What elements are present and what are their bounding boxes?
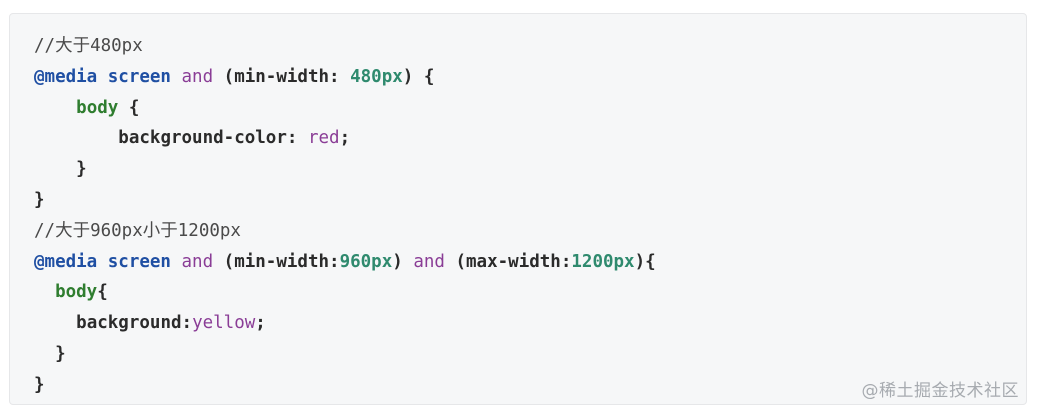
code-token-num: 1200px	[571, 251, 635, 272]
code-token-plain: {	[118, 97, 140, 118]
code-token-plain: ){	[634, 251, 656, 272]
code-line: @media screen and (min-width: 480px) {	[34, 62, 656, 93]
code-token-at: screen	[97, 251, 182, 272]
code-token-comment: //大于480px	[34, 36, 143, 56]
code-content: //大于480px @media screen and (min-width: 4…	[34, 31, 656, 401]
code-token-plain: (min-width:	[213, 66, 351, 87]
code-token-sel: body	[55, 282, 98, 303]
code-line: //大于960px小于1200px	[34, 216, 656, 247]
code-line: }	[34, 185, 656, 216]
code-token-val: yellow	[192, 313, 256, 334]
code-token-comment: //大于960px小于1200px	[34, 220, 241, 241]
code-token-plain: }	[55, 343, 66, 364]
code-token-plain: )	[392, 251, 414, 272]
code-line: @media screen and (min-width:960px) and …	[34, 247, 656, 278]
code-token-kw: and	[181, 251, 214, 272]
code-indent	[34, 344, 55, 364]
code-token-kw: and	[181, 66, 214, 87]
code-token-plain: }	[34, 374, 45, 395]
code-token-kw: and	[413, 251, 445, 272]
code-token-plain: }	[76, 159, 87, 180]
code-token-plain: }	[34, 189, 45, 210]
code-line: }	[34, 339, 656, 370]
code-token-plain: background:	[76, 313, 193, 334]
code-indent	[34, 282, 55, 302]
code-token-sel: body	[76, 97, 119, 118]
code-indent	[34, 159, 76, 179]
code-token-val: red	[307, 128, 340, 149]
code-token-plain: background-color:	[118, 128, 308, 149]
code-line: background:yellow;	[34, 308, 656, 339]
code-token-at: @media	[34, 251, 98, 272]
code-token-at: @media	[34, 66, 98, 87]
code-token-num: 960px	[339, 251, 393, 272]
watermark: @稀土掘金技术社区	[861, 381, 1019, 401]
code-line: body{	[34, 277, 656, 308]
code-line: background-color: red;	[34, 123, 656, 154]
code-line: }	[34, 370, 656, 401]
code-token-plain: ;	[339, 128, 351, 149]
code-token-num: 480px	[350, 66, 403, 87]
code-indent	[34, 313, 76, 333]
code-token-plain: ;	[255, 313, 266, 334]
code-line: body {	[34, 93, 656, 124]
code-token-plain: {	[97, 282, 108, 303]
code-token-plain: ) {	[402, 66, 435, 87]
code-line: //大于480px	[34, 31, 656, 62]
code-block: //大于480px @media screen and (min-width: 4…	[9, 13, 1027, 405]
code-indent	[34, 98, 76, 118]
code-token-plain: (max-width:	[444, 251, 572, 272]
code-line: }	[34, 154, 656, 185]
code-token-at: screen	[97, 66, 182, 87]
code-token-plain: (min-width:	[213, 251, 340, 272]
code-indent	[34, 128, 118, 148]
